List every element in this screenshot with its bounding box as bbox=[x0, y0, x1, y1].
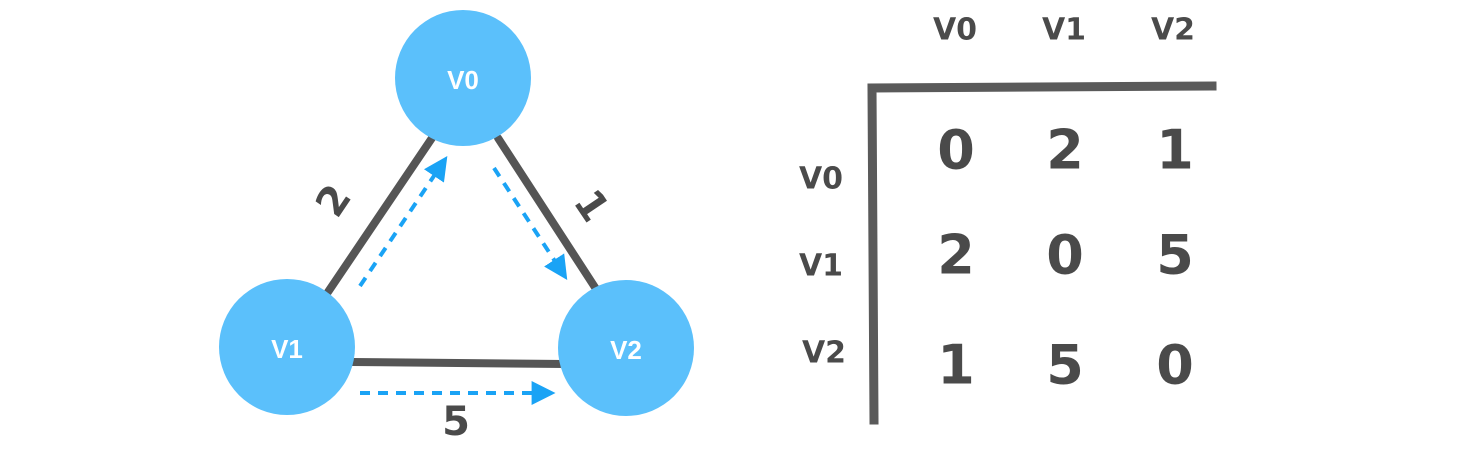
edge-v1-v2 bbox=[348, 358, 569, 368]
node-v2-label: V2 bbox=[610, 335, 642, 365]
weight-v0-v2: 1 bbox=[564, 182, 618, 231]
cell-0-1: 2 bbox=[1046, 119, 1084, 182]
node-v1-label: V1 bbox=[271, 334, 303, 364]
node-v0-circle bbox=[395, 10, 531, 146]
cell-1-0: 2 bbox=[937, 224, 975, 287]
cell-2-1: 5 bbox=[1046, 334, 1084, 397]
weight-v0-v1: 2 bbox=[307, 177, 361, 226]
cell-0-2: 1 bbox=[1156, 119, 1194, 182]
cell-0-0: 0 bbox=[937, 119, 975, 182]
node-v2: V2 bbox=[558, 280, 694, 416]
weight-v1-v2: 5 bbox=[442, 399, 470, 445]
arrow-v0-to-v2 bbox=[492, 166, 568, 281]
col-header-v2: V2 bbox=[1151, 13, 1195, 48]
col-header-v1: V1 bbox=[1042, 13, 1086, 48]
row-header-v1: V1 bbox=[799, 249, 843, 284]
matrix-cells: 0 2 1 2 0 5 1 5 0 bbox=[937, 119, 1194, 397]
row-header-v0: V0 bbox=[799, 162, 843, 197]
node-v1-circle bbox=[219, 279, 355, 415]
cell-2-2: 0 bbox=[1156, 334, 1194, 397]
cell-2-0: 1 bbox=[937, 334, 975, 397]
node-v0-label: V0 bbox=[447, 65, 479, 95]
cell-1-1: 0 bbox=[1046, 224, 1084, 287]
traversal-arrows bbox=[358, 156, 568, 405]
col-header-v0: V0 bbox=[933, 13, 977, 48]
cell-1-2: 5 bbox=[1156, 224, 1194, 287]
node-v2-circle bbox=[558, 280, 694, 416]
matrix-column-headers: V0 V1 V2 bbox=[933, 13, 1195, 48]
node-v1: V1 bbox=[219, 279, 355, 415]
adjacency-matrix: V0 V1 V2 V0 V1 V2 0 2 1 2 0 5 1 5 0 bbox=[799, 13, 1217, 425]
row-header-v2: V2 bbox=[802, 336, 846, 371]
graph-edges bbox=[324, 134, 602, 368]
graph-nodes: V0 V1 V2 bbox=[219, 10, 694, 416]
arrow-v1-to-v0 bbox=[358, 156, 448, 288]
matrix-row-headers: V0 V1 V2 bbox=[799, 162, 846, 371]
node-v0: V0 bbox=[395, 10, 531, 146]
matrix-bracket bbox=[867, 81, 1217, 425]
edge-v0-v2 bbox=[494, 134, 602, 296]
edge-v0-v1 bbox=[324, 134, 436, 296]
